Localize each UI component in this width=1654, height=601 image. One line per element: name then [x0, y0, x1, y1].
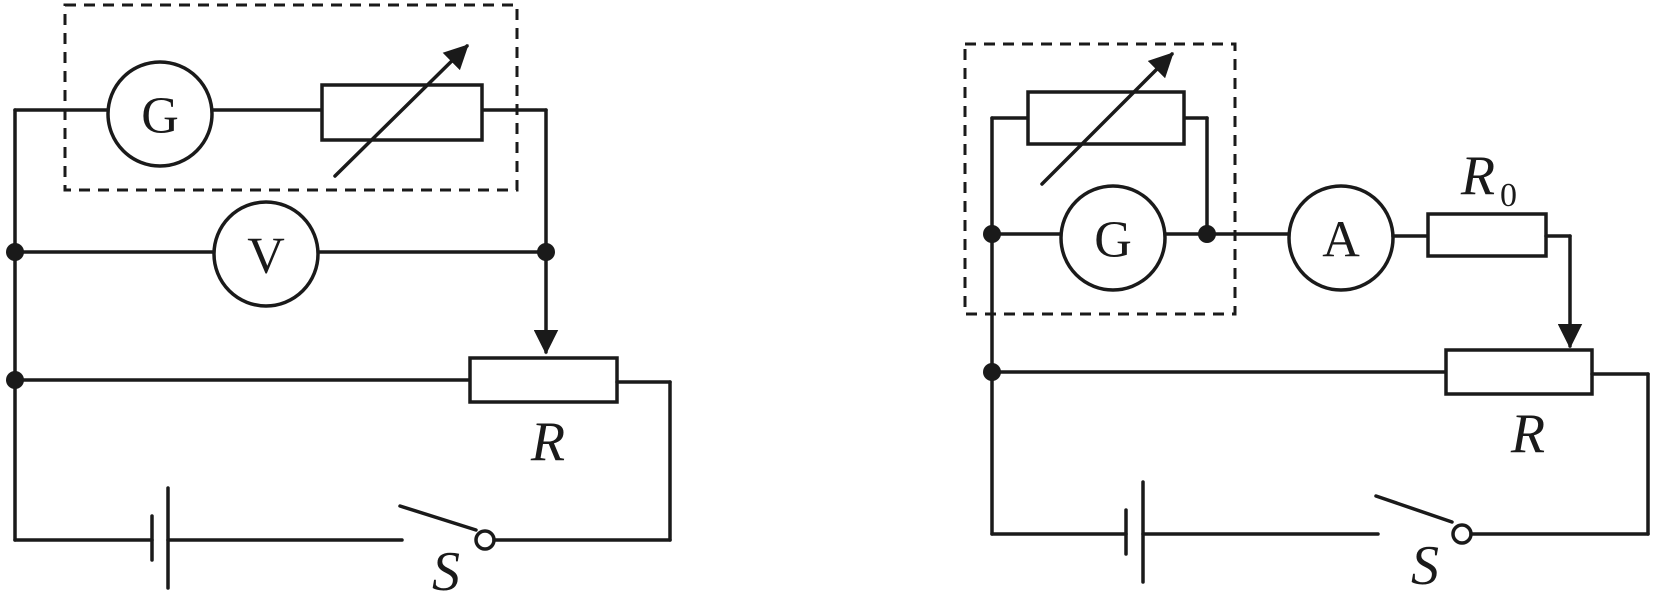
right-ammeter: A — [1287, 184, 1395, 292]
left-galvanometer-label: G — [141, 88, 179, 145]
left-switch: S — [398, 504, 496, 601]
right-rheostat: R — [1444, 348, 1594, 465]
left-voltmeter: V — [212, 200, 320, 308]
right-galvanometer: G — [1059, 184, 1167, 292]
right-fixed-resistor-label: R — [1460, 145, 1495, 207]
left-junction-dot — [6, 371, 24, 389]
right-switch-label: S — [1411, 535, 1439, 597]
right-battery — [1124, 480, 1145, 584]
right-circuit: G A R 0 R — [963, 42, 1650, 597]
right-junction-dot — [1198, 225, 1216, 243]
left-galvanometer: G — [106, 60, 214, 168]
left-variable-resistor — [320, 44, 484, 178]
left-rheostat-label: R — [530, 411, 565, 473]
left-junction-dot — [537, 243, 555, 261]
left-junction-dot — [6, 243, 24, 261]
right-junction-dot — [983, 363, 1001, 381]
left-rheostat: R — [468, 356, 619, 473]
right-fixed-resistor-subscript: 0 — [1500, 177, 1517, 214]
right-galvanometer-label: G — [1094, 212, 1132, 269]
left-voltmeter-label: V — [247, 228, 285, 285]
right-junction-dot — [983, 225, 1001, 243]
left-switch-label: S — [432, 541, 460, 601]
right-fixed-resistor: R 0 — [1426, 145, 1548, 258]
right-rheostat-label: R — [1510, 403, 1545, 465]
left-dashed-enclosure — [63, 3, 519, 192]
right-dashed-enclosure — [963, 42, 1237, 316]
left-circuit: G V R — [6, 3, 672, 601]
right-variable-resistor-arrow — [1040, 52, 1174, 186]
right-parallel-branch — [990, 116, 1209, 238]
right-ammeter-label: A — [1322, 212, 1360, 269]
right-variable-resistor — [1026, 52, 1186, 186]
left-battery — [150, 486, 170, 590]
left-variable-resistor-arrow — [333, 44, 469, 178]
left-top-branch — [13, 108, 548, 254]
right-switch: S — [1374, 494, 1473, 597]
